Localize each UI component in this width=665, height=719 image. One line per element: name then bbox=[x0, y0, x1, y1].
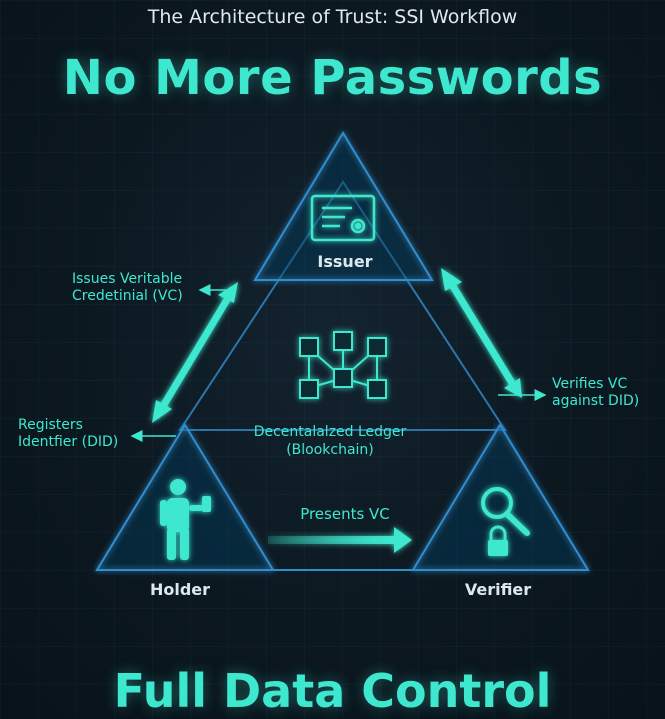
ledger-line2: (Blookchain) bbox=[286, 442, 374, 458]
ledger-label: Decentalalzed Ledger (Blookchain) bbox=[230, 423, 430, 459]
blockchain-icon bbox=[299, 331, 387, 399]
issuer-triangle bbox=[253, 131, 434, 281]
registers-annotation: Registers Identfier (DID) bbox=[18, 417, 118, 451]
registers-line1: Registers bbox=[18, 417, 83, 433]
issues-line1: Issues Veritable bbox=[72, 271, 183, 287]
outer-triangle bbox=[178, 180, 507, 431]
verifier-triangle bbox=[411, 423, 590, 571]
footer-title: Full Data Control bbox=[113, 664, 552, 718]
ledger-line1: Decentalalzed Ledger bbox=[253, 424, 407, 440]
issues-annotation: Issues Veritable Credetinial (VC) bbox=[72, 271, 183, 305]
headline: No More Passwords bbox=[62, 50, 603, 106]
issuer-label: Issuer bbox=[317, 252, 373, 271]
registers-line2: Identfier (DID) bbox=[18, 434, 119, 450]
verifies-line1: Verifies VC bbox=[552, 376, 628, 392]
holder-triangle bbox=[95, 423, 275, 571]
presents-vc-label: Presents VC bbox=[300, 505, 390, 523]
subtitle: The Architecture of Trust: SSI Workflow bbox=[147, 6, 518, 28]
magnifier-lock-icon bbox=[481, 487, 530, 556]
person-phone-icon bbox=[160, 479, 211, 560]
issuer-holder-arrow bbox=[152, 282, 238, 423]
certificate-icon bbox=[310, 194, 376, 242]
presents-vc-arrow bbox=[268, 527, 412, 553]
verifies-annotation: Verifies VC against DID) bbox=[552, 376, 639, 410]
issuer-verifier-arrow bbox=[441, 268, 522, 398]
holder-label: Holder bbox=[149, 580, 211, 599]
issues-line2: Credetinial (VC) bbox=[72, 288, 183, 304]
verifier-label: Verifier bbox=[464, 580, 532, 599]
verifies-line2: against DID) bbox=[552, 393, 640, 409]
